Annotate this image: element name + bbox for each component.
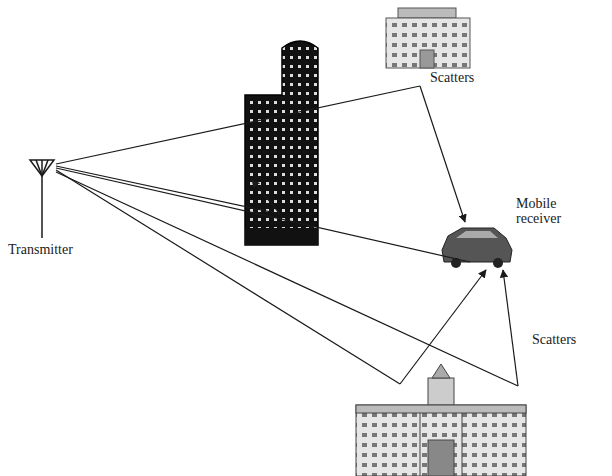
mobile-car: [442, 228, 512, 268]
signal-path: [56, 86, 518, 386]
scatterer-building: [386, 8, 470, 68]
antenna-symbol: [30, 160, 54, 238]
scatterer-label: Scatters: [530, 332, 578, 347]
tall-building: [245, 41, 318, 245]
transmitter-label: Transmitter: [6, 242, 75, 257]
receiver-label: Mobile receiver: [514, 196, 590, 227]
scatterer-building: [356, 364, 526, 476]
scatterer-label: Scatters: [428, 70, 476, 85]
